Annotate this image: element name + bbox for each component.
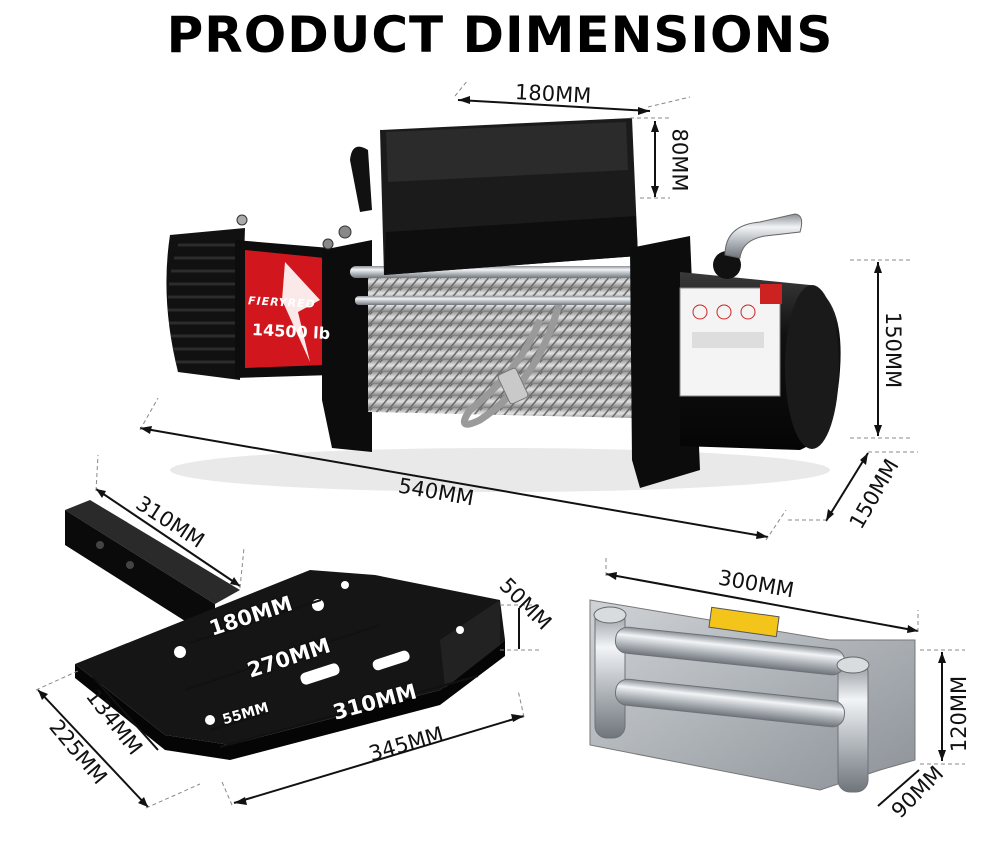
bolt-icon (236, 214, 248, 226)
control-cable-clip (350, 146, 372, 212)
winch-motor (679, 272, 841, 450)
wire-rope-loop (460, 299, 564, 428)
rope-ferrule (497, 367, 529, 405)
winch-brand-label (235, 240, 332, 378)
cable-drum (368, 270, 638, 418)
clutch-handle (724, 213, 803, 259)
tie-bar-lower (355, 296, 635, 305)
winch-left-frame (322, 240, 372, 452)
extension-lines (35, 79, 965, 809)
gear-housing (166, 228, 245, 380)
dim-fairlead-height: 120MM (947, 675, 972, 753)
receiver-hitch-tube (65, 500, 240, 640)
dim-control-box-width: 180MM (514, 80, 592, 108)
page-title: PRODUCT DIMENSIONS (166, 6, 834, 64)
control-box (380, 118, 638, 275)
motor-terminal (713, 251, 741, 279)
bolt-icon (338, 225, 352, 239)
dimension-arrowheads (38, 96, 946, 807)
roller-fairlead (589, 599, 916, 793)
dimension-lines (37, 99, 943, 808)
dim-control-box-height: 80MM (667, 128, 692, 192)
bolt-icon (322, 238, 334, 250)
dim-winch-height: 150MM (881, 311, 906, 389)
